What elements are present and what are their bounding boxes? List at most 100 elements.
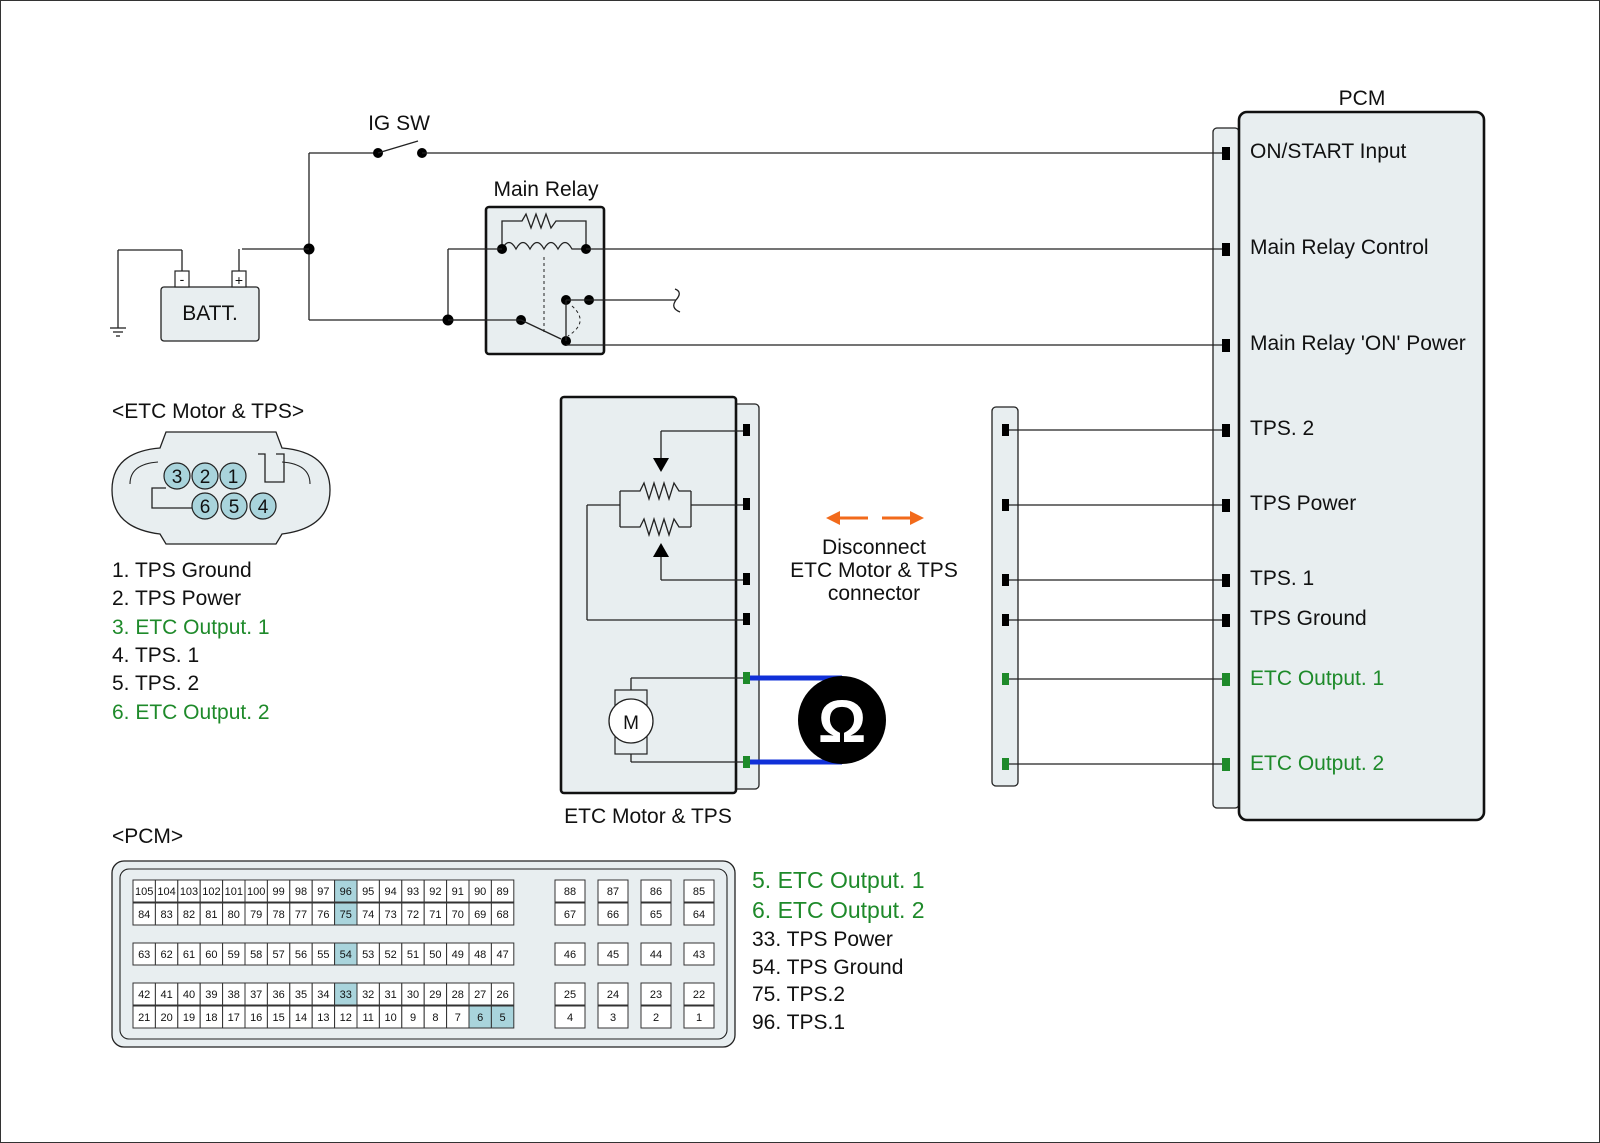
pcm-cell — [597, 1005, 629, 1029]
battery: - + BATT. — [110, 249, 260, 342]
harness-connector — [991, 406, 1224, 787]
pcm-cell-number: 44 — [650, 949, 662, 961]
etc-connector-title: <ETC Motor & TPS> — [112, 400, 304, 423]
pcm-pin-list: 5. ETC Output. 16. ETC Output. 233. TPS … — [752, 867, 925, 1034]
etc-pin-number: 5 — [229, 497, 240, 518]
pcm-cell — [640, 1005, 672, 1029]
pcm-cell-number: 85 — [693, 886, 705, 898]
main-relay-label: Main Relay — [493, 178, 599, 201]
pcm-cell-number: 88 — [564, 886, 576, 898]
pcm-cell-number: 78 — [272, 909, 284, 921]
pcm-cell — [490, 982, 515, 1006]
pcm-cell-number: 26 — [496, 989, 508, 1001]
pcm-cell-number: 64 — [693, 909, 705, 921]
pcm-cell-number: 29 — [429, 989, 441, 1001]
pcm-side-pins — [1222, 147, 1230, 771]
pcm-pin-label: ETC Output. 2 — [1250, 752, 1384, 775]
pcm-cell-number: 19 — [183, 1012, 195, 1024]
pcm-cell-number: 77 — [295, 909, 307, 921]
pcm-cell-number: 86 — [650, 886, 662, 898]
pcm-cell-number: 25 — [564, 989, 576, 1001]
pcm-cell — [640, 942, 672, 966]
pcm-pin-label: TPS. 1 — [1250, 567, 1314, 590]
pcm-cell-number: 15 — [272, 1012, 284, 1024]
pcm-cell-number: 47 — [496, 949, 508, 961]
pcm-cell-number: 97 — [317, 886, 329, 898]
pcm-cell-number: 28 — [452, 989, 464, 1001]
pcm-cell-number: 90 — [474, 886, 486, 898]
pcm-cell-number: 73 — [384, 909, 396, 921]
etc-pin-list-item: 3. ETC Output. 1 — [112, 616, 270, 639]
pcm-cell-number: 71 — [429, 909, 441, 921]
pcm-block: PCM — [1212, 87, 1486, 822]
pcm-cell-number: 74 — [362, 909, 374, 921]
pcm-cell-number: 49 — [452, 949, 464, 961]
disconnect-line-2: ETC Motor & TPS — [790, 559, 958, 582]
pcm-cell — [554, 982, 586, 1006]
pcm-title: PCM — [1339, 87, 1386, 110]
etc-pin — [220, 492, 248, 520]
pcm-cell-number: 36 — [272, 989, 284, 1001]
pcm-cell-number: 40 — [183, 989, 195, 1001]
pcm-cell-number: 96 — [340, 886, 352, 898]
pcm-connector-title: <PCM> — [112, 825, 183, 848]
pcm-cell-number: 9 — [410, 1012, 416, 1024]
pcm-cell-number: 67 — [564, 909, 576, 921]
battery-plus: + — [235, 272, 243, 288]
pcm-cell — [490, 1005, 515, 1029]
pcm-cell-number: 68 — [496, 909, 508, 921]
pcm-cell-number: 105 — [135, 886, 153, 898]
pcm-cell — [597, 982, 629, 1006]
pcm-cell-number: 103 — [180, 886, 198, 898]
pcm-cell — [683, 1005, 715, 1029]
ignition-circuit: IG SW - + BATT. — [110, 112, 1224, 342]
pcm-pin-label: ETC Output. 1 — [1250, 667, 1384, 690]
pcm-cell-number: 6 — [477, 1012, 483, 1024]
pcm-cell — [640, 879, 672, 903]
pcm-cell-number: 35 — [295, 989, 307, 1001]
pcm-cell-number: 76 — [317, 909, 329, 921]
pcm-cell-number: 60 — [205, 949, 217, 961]
pcm-cell-number: 87 — [607, 886, 619, 898]
pcm-cell — [490, 902, 515, 926]
pcm-cell-number: 16 — [250, 1012, 262, 1024]
etc-pin-list-item: 6. ETC Output. 2 — [112, 701, 270, 724]
pcm-cell-number: 69 — [474, 909, 486, 921]
pcm-cell-number: 32 — [362, 989, 374, 1001]
pcm-cell-number: 1 — [696, 1012, 702, 1024]
pcm-cell-number: 100 — [247, 886, 265, 898]
pcm-cell-number: 31 — [384, 989, 396, 1001]
etc-pin-number: 1 — [228, 467, 239, 488]
pcm-pin-list-item: 33. TPS Power — [752, 928, 893, 951]
pcm-pin-label: Main Relay Control — [1250, 236, 1429, 259]
pcm-cell-number: 42 — [138, 989, 150, 1001]
pcm-cell — [640, 902, 672, 926]
pcm-cell-number: 37 — [250, 989, 262, 1001]
pcm-cell-number: 57 — [272, 949, 284, 961]
etc-pin-list-item: 1. TPS Ground — [112, 559, 252, 582]
pcm-cell — [490, 942, 515, 966]
etc-pin-number: 4 — [258, 497, 269, 518]
pcm-pin-list-item: 6. ETC Output. 2 — [752, 897, 925, 923]
pcm-cell — [683, 902, 715, 926]
pcm-cell-number: 54 — [340, 949, 352, 961]
pcm-cell-number: 94 — [384, 886, 396, 898]
disconnect-line-1: Disconnect — [822, 536, 926, 559]
pcm-cell-number: 20 — [160, 1012, 172, 1024]
pcm-cell-number: 95 — [362, 886, 374, 898]
pcm-cell-number: 102 — [202, 886, 220, 898]
pcm-cell-number: 82 — [183, 909, 195, 921]
etc-pin — [249, 492, 277, 520]
pcm-cell-number: 83 — [160, 909, 172, 921]
pcm-cell-number: 51 — [407, 949, 419, 961]
etc-pin — [219, 462, 247, 490]
pcm-cell-number: 58 — [250, 949, 262, 961]
pcm-cell — [554, 942, 586, 966]
pcm-cell — [554, 879, 586, 903]
pcm-cell-number: 79 — [250, 909, 262, 921]
etc-pin — [191, 462, 219, 490]
pcm-cell-number: 23 — [650, 989, 662, 1001]
etc-pin-number: 3 — [172, 467, 183, 488]
